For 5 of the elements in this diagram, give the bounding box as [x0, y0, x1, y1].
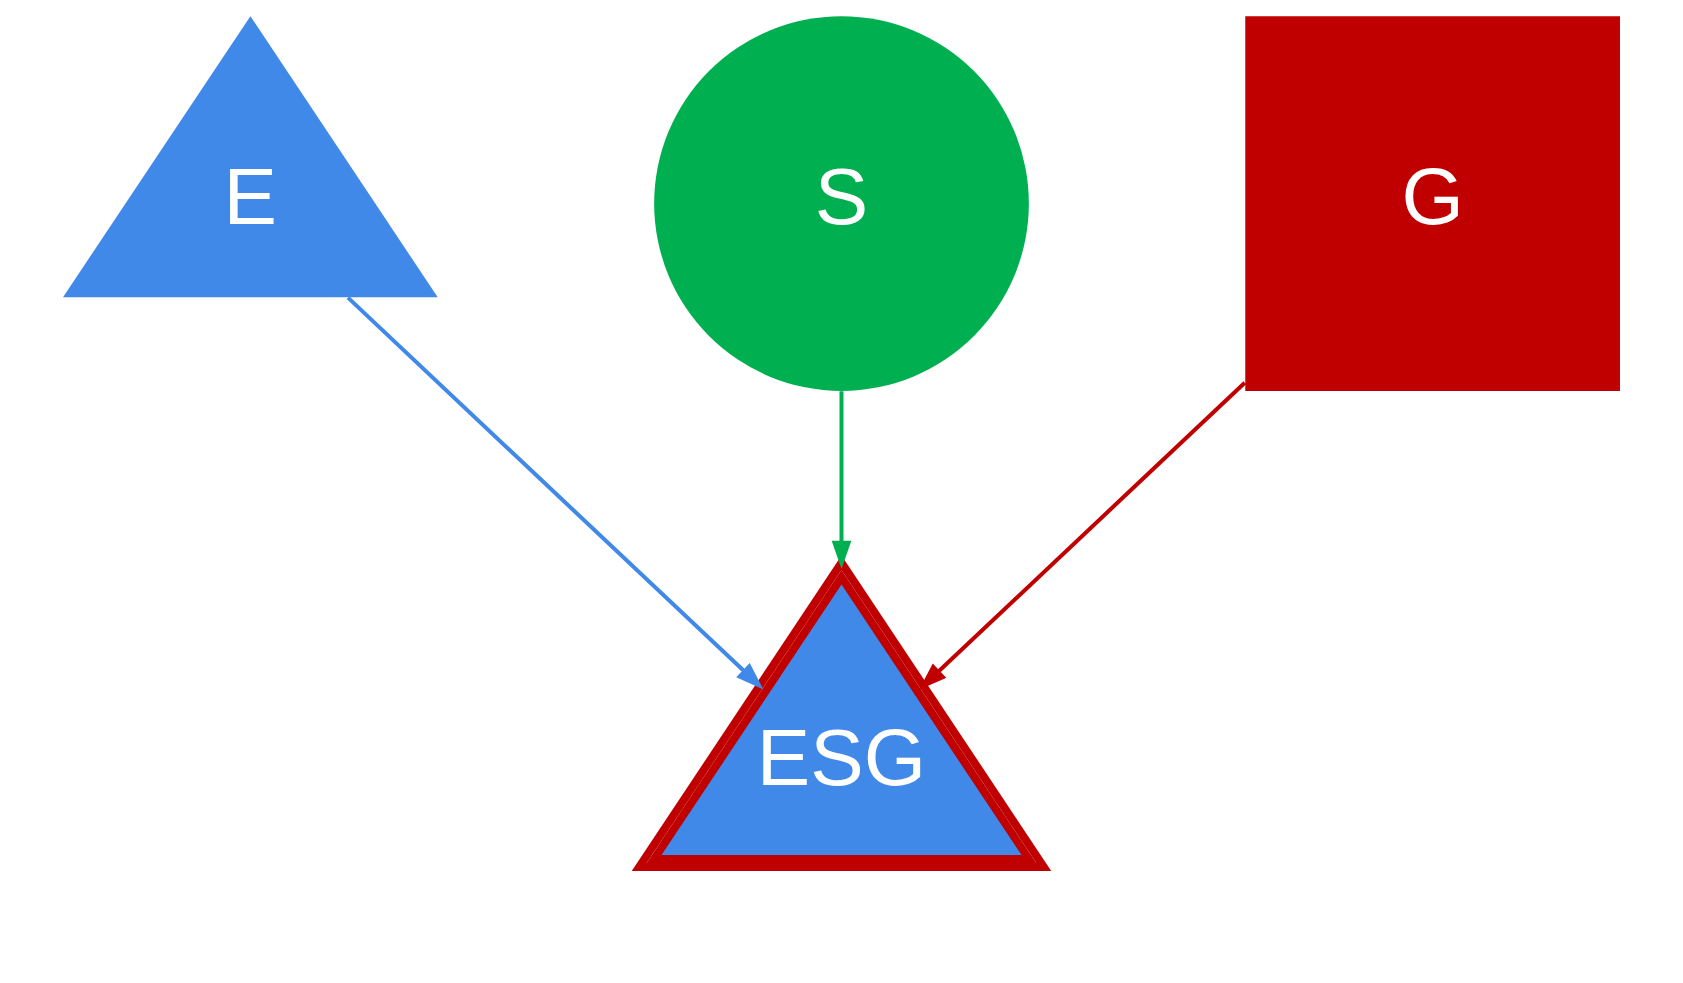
node-box: G: [1245, 16, 1620, 391]
arrow: [831, 391, 852, 569]
node-circle: S: [654, 16, 1029, 391]
arrow: [346, 296, 764, 690]
arrow: [919, 381, 1247, 690]
